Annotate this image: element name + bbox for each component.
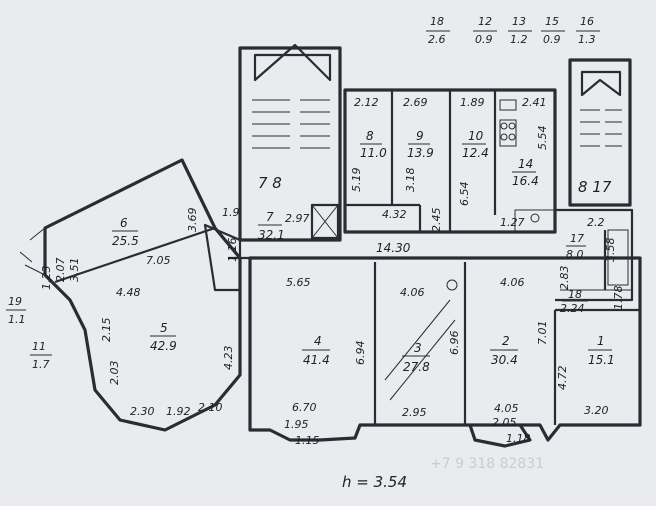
dim-corr-1430: 14.30 [376, 241, 411, 255]
room-7-area: 32.1 [258, 228, 285, 242]
dim-r2-bot: 4.05 [494, 402, 519, 415]
legend-area-15: 0.9 [543, 33, 561, 46]
dim-r4-bot: 6.70 [292, 401, 317, 414]
room-6-id: 6 [120, 216, 128, 230]
stair-mark-right: 8 17 [578, 178, 612, 196]
dim-r2-side: 7.01 [536, 321, 549, 346]
note-area-11: 1.7 [32, 358, 50, 371]
dim-r6-b: 3.51 [68, 258, 81, 283]
room-5-area: 42.9 [150, 339, 177, 353]
dim-b-115: 1.15 [295, 434, 320, 447]
dim-r5-side: 2.15 [100, 318, 113, 343]
dim-19: 1.9 [222, 206, 240, 219]
room-8-id: 8 [366, 129, 374, 143]
room-18-area: 2.24 [560, 302, 585, 315]
dim-r10-top: 1.89 [460, 96, 485, 109]
room-17-id: 17 [570, 232, 584, 245]
room-3-area: 27.8 [403, 360, 430, 374]
dim-r3-bot: 2.95 [402, 406, 427, 419]
room-5-id: 5 [160, 321, 168, 335]
walls [19, 43, 642, 448]
dim-358: 3.58 [604, 238, 617, 263]
dim-r5-right: 4.23 [222, 346, 235, 371]
room-14-area: 16.4 [512, 174, 539, 188]
room-2-area: 30.4 [491, 353, 518, 367]
dimensions: 2.12 2.69 1.89 2.41 5.54 5.19 3.18 4.32 … [40, 96, 625, 447]
dim-r6-w: 7.05 [146, 254, 171, 267]
dim-r2-top: 4.06 [500, 276, 525, 289]
dim-r4-side: 6.94 [354, 341, 367, 366]
dim-r1-side: 4.72 [556, 366, 569, 391]
dim-r4-top: 5.65 [286, 276, 311, 289]
room-4-id: 4 [314, 334, 322, 348]
dim-r3-top: 4.06 [400, 286, 425, 299]
stair-mark-left: 7 8 [258, 174, 282, 192]
room-6-area: 25.5 [112, 234, 139, 248]
dim-corr-245: 2.45 [430, 208, 443, 233]
legend-area-16: 1.3 [578, 33, 596, 46]
note-room-11: 11 [32, 340, 46, 353]
dim-b-205: 2.05 [492, 416, 517, 429]
dim-corr-297: 2.97 [285, 212, 310, 225]
room-1-area: 15.1 [588, 353, 615, 367]
room-18-id: 18 [568, 288, 582, 301]
room-9-area: 13.9 [407, 146, 434, 160]
note-area-19: 1.1 [8, 313, 26, 326]
dim-corr-318: 3.18 [404, 168, 417, 193]
room-4-area: 41.4 [303, 353, 330, 367]
dim-r1-bot: 3.20 [584, 404, 609, 417]
dim-r5-b2: 1.92 [166, 405, 191, 418]
dim-283: 2.83 [558, 266, 571, 291]
dim-r14-top: 2.41 [522, 96, 547, 109]
area-legend: 18 2.6 12 0.9 13 1.2 15 0.9 16 1.3 [426, 15, 600, 46]
dim-corr-654: 6.54 [458, 182, 471, 207]
room-7-id: 7 [266, 210, 274, 224]
legend-room-18: 18 [430, 15, 444, 28]
legend-area-12: 0.9 [475, 33, 493, 46]
dim-22: 2.2 [587, 216, 605, 229]
room-17-area: 8.0 [566, 248, 584, 261]
room-10-area: 12.4 [462, 146, 489, 160]
note-room-19: 19 [8, 295, 22, 308]
legend-area-18: 2.6 [428, 33, 446, 46]
room-10-id: 10 [468, 129, 484, 143]
legend-room-12: 12 [478, 15, 492, 28]
legend-room-15: 15 [545, 15, 559, 28]
dim-178: 1.78 [612, 286, 625, 311]
side-notes: 19 1.1 11 1.7 [6, 295, 52, 371]
room-2-id: 2 [502, 334, 510, 348]
ceiling-height-note: h = 3.54 [342, 473, 407, 491]
dim-r5-l: 2.03 [108, 361, 121, 386]
room-14-id: 14 [518, 157, 533, 171]
dim-r5-top: 4.48 [116, 286, 141, 299]
dim-corr-519: 5.19 [350, 168, 363, 193]
dim-b-195: 1.95 [284, 418, 309, 431]
room-8-area: 11.0 [360, 146, 387, 160]
dim-r6-side: 3.69 [186, 208, 199, 233]
room-9-id: 9 [416, 129, 424, 143]
dim-r8-top: 2.12 [354, 96, 379, 109]
legend-area-13: 1.2 [510, 33, 528, 46]
watermark: +7 9 318 82831 [430, 456, 544, 472]
dim-r5-b1: 2.30 [130, 405, 155, 418]
dim-r3-side: 6.96 [448, 331, 461, 356]
legend-room-13: 13 [512, 15, 526, 28]
dim-b-118: 1.18 [506, 432, 531, 445]
room-1-id: 1 [597, 334, 605, 348]
dim-116: 1.16 [226, 238, 239, 263]
room-3-id: 3 [414, 341, 422, 355]
dim-r9-top: 2.69 [403, 96, 428, 109]
dim-r14-side: 5.54 [536, 126, 549, 151]
dim-r5-b3: 2.10 [198, 401, 223, 414]
legend-room-16: 16 [580, 15, 594, 28]
room-labels: 8 11.0 9 13.9 10 12.4 14 16.4 7 32.1 6 2… [112, 129, 615, 374]
dim-r6-a: 2.07 [54, 258, 67, 283]
dim-corr-432: 4.32 [382, 208, 407, 221]
dim-r6-c: 1.23 [40, 266, 53, 291]
dim-127: 1.27 [500, 216, 525, 229]
